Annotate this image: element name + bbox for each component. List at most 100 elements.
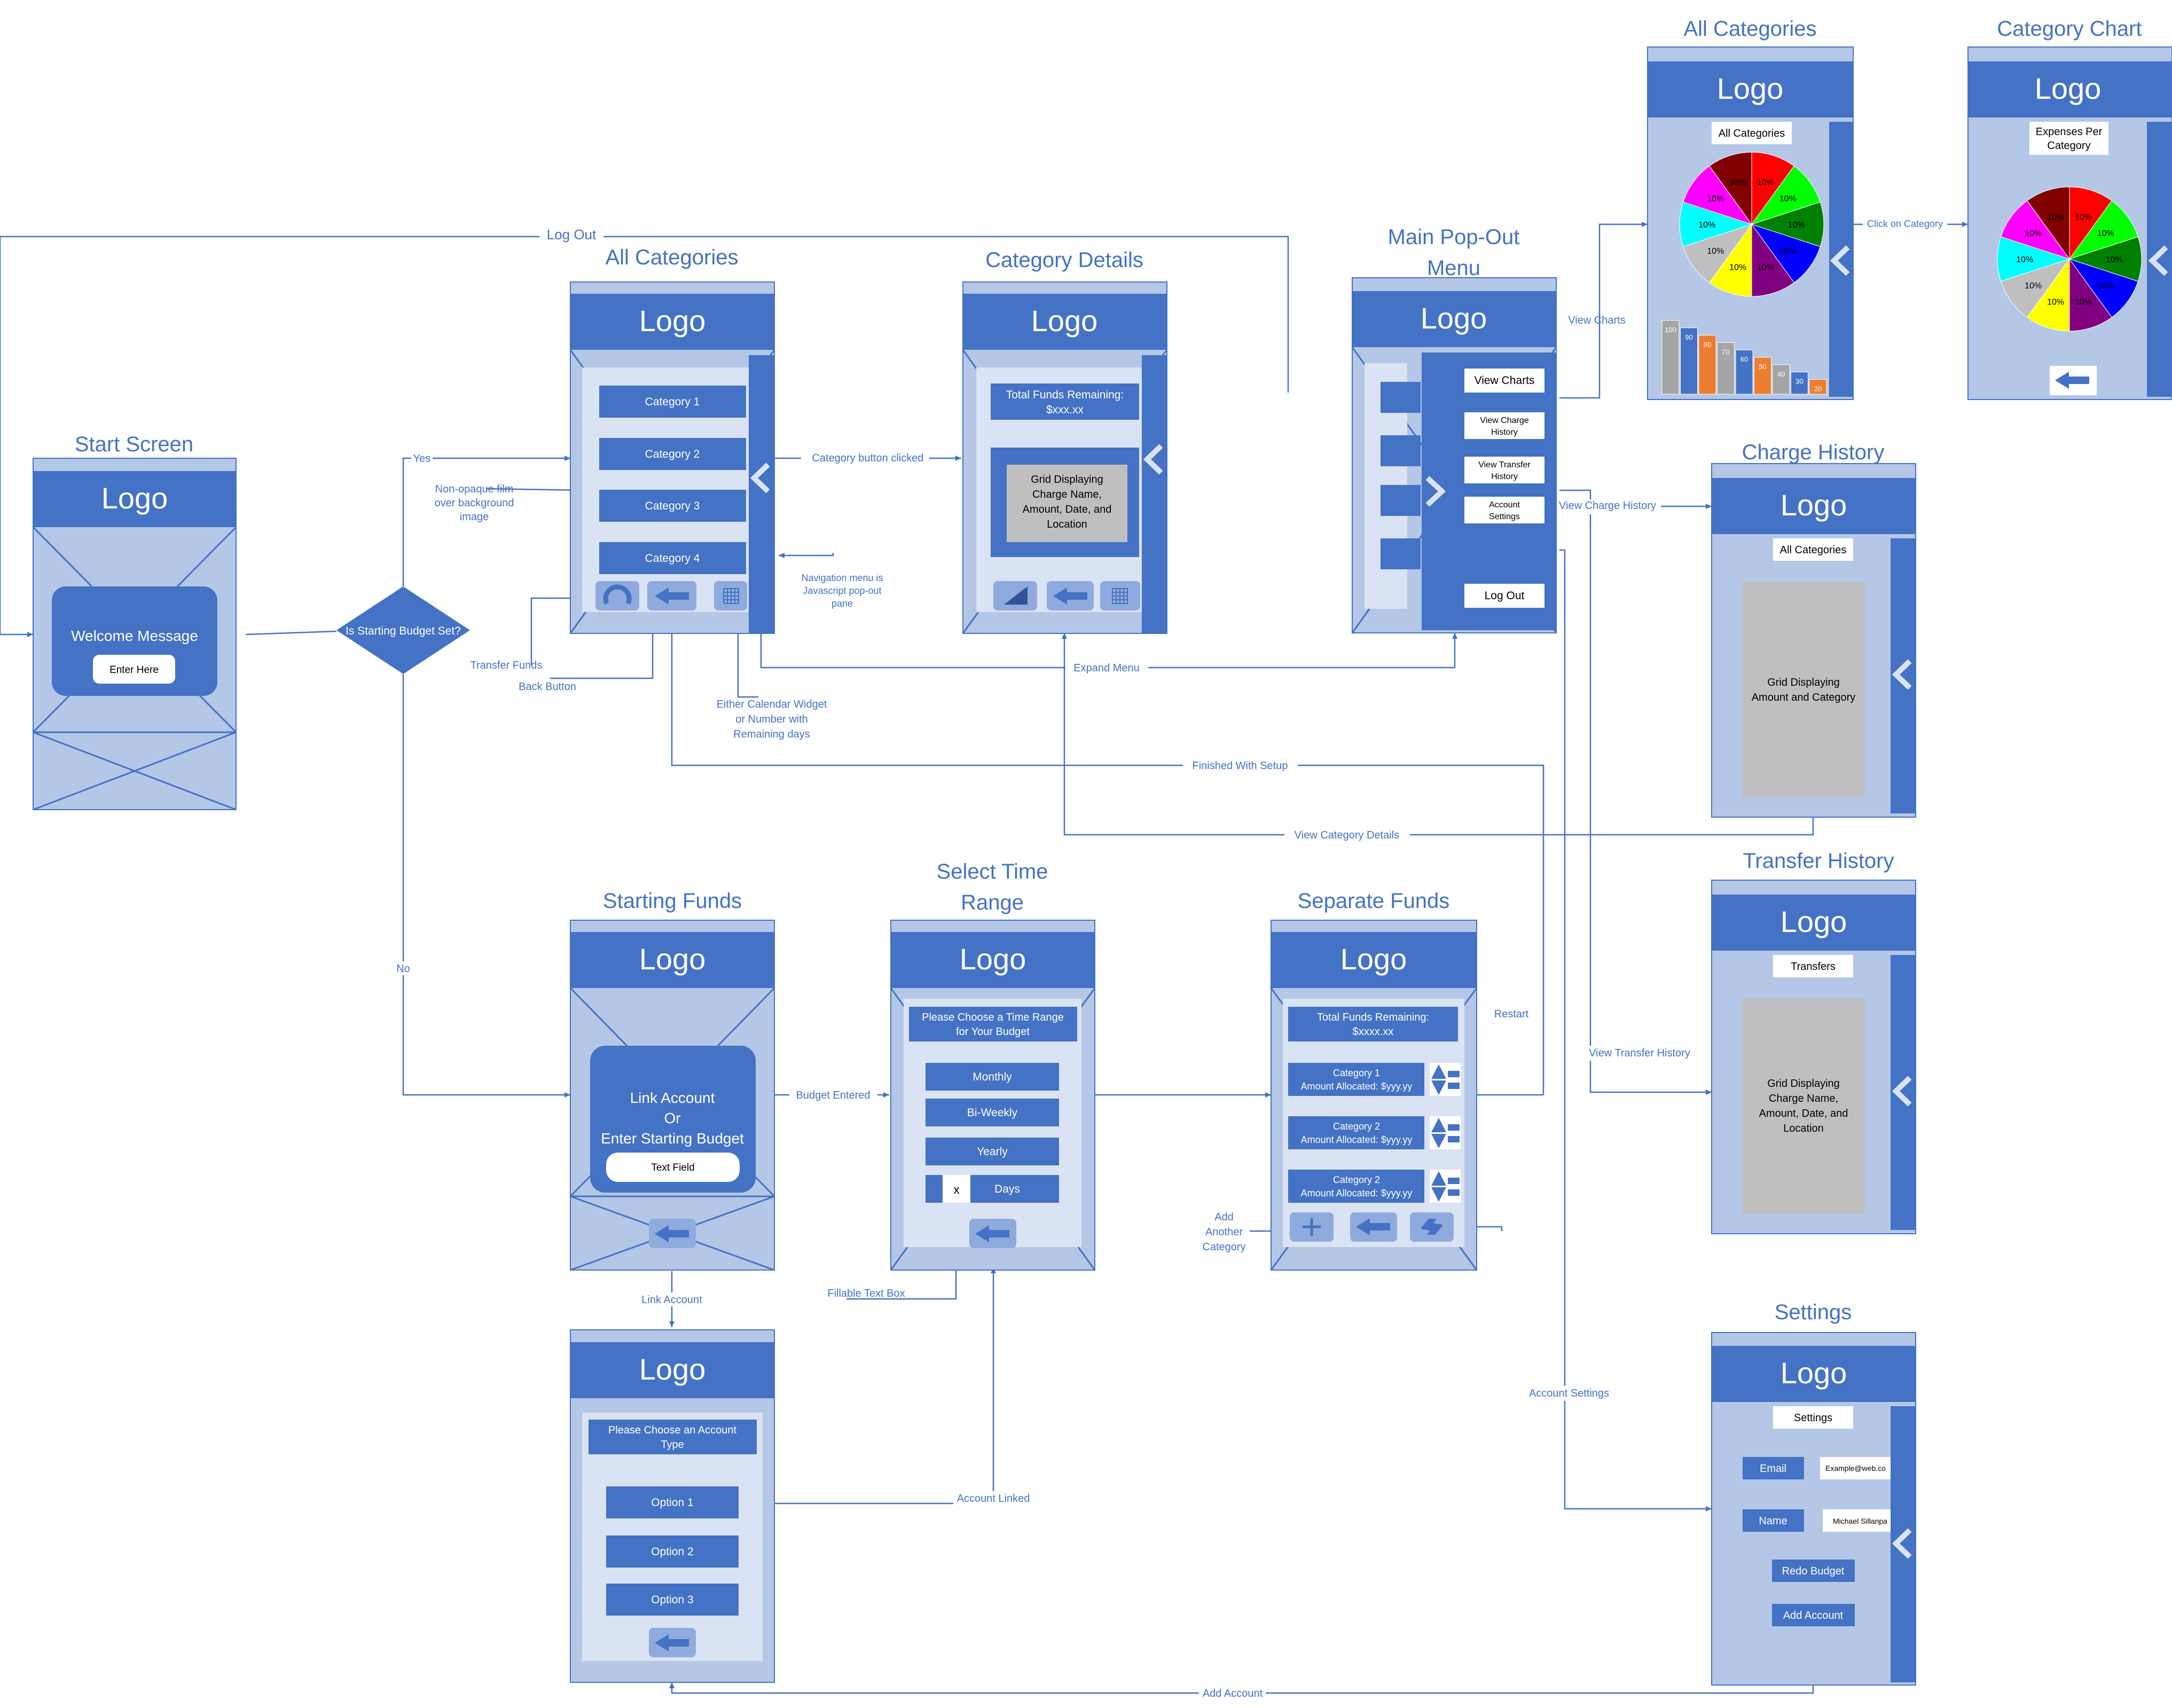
logo-banner	[1968, 61, 2172, 117]
label-add-another-2: Another	[1205, 1226, 1243, 1238]
label-nav-menu-2: Javascript pop-out	[803, 585, 881, 596]
bar-label: 90	[1685, 333, 1692, 341]
view-transfer-history-line1: View Transfer	[1478, 460, 1531, 469]
chevron-left-icon[interactable]	[1830, 245, 1850, 276]
calendar-icon	[1112, 588, 1128, 604]
days-text-box[interactable]	[943, 1175, 970, 1203]
category-row-1[interactable]	[1288, 1063, 1424, 1096]
view-charts-button[interactable]	[1464, 369, 1544, 393]
account-type-line1: Please Choose an Account	[608, 1424, 737, 1436]
label-click-category: Click on Category	[1867, 218, 1943, 229]
screen-category-details: Logo Total Funds Remaining: $xxx.xx Grid…	[962, 281, 1168, 634]
budget-text-field[interactable]	[606, 1153, 740, 1182]
pie-slice-label: 10%	[2075, 298, 2092, 307]
view-transfer-history-line2: History	[1491, 472, 1518, 481]
yearly-label: Yearly	[977, 1146, 1008, 1158]
category-1-button[interactable]	[599, 386, 746, 418]
add-account-button[interactable]	[1772, 1604, 1855, 1626]
logo-banner	[891, 932, 1095, 988]
category-4-label: Category 4	[645, 552, 700, 565]
label-finished-setup: Finished With Setup	[1193, 760, 1288, 772]
chevron-left-icon[interactable]	[2148, 245, 2168, 276]
history-header	[1773, 538, 1853, 561]
nav-menu-pane[interactable]	[749, 355, 774, 633]
title-transfer-history: Transfer History	[1743, 849, 1894, 873]
chevron-left-icon[interactable]	[1892, 1528, 1912, 1559]
nav-menu-pane[interactable]	[1142, 355, 1167, 633]
edge-back-button	[550, 628, 654, 679]
settings-header-label: Settings	[1794, 1412, 1832, 1424]
biweekly-button[interactable]	[926, 1099, 1059, 1126]
title-starting-funds: Starting Funds	[603, 889, 742, 913]
bar-label: 40	[1777, 370, 1785, 378]
pie-slice-label: 10%	[1707, 194, 1724, 203]
logo-banner	[1271, 932, 1477, 988]
logo-text: Logo	[639, 1352, 706, 1386]
option-3-button[interactable]	[606, 1584, 739, 1616]
label-calendar-3: Remaining days	[733, 728, 810, 740]
chevron-left-icon[interactable]	[1892, 1076, 1912, 1107]
label-view-category-details: View Category Details	[1295, 829, 1399, 841]
logo-banner	[963, 294, 1167, 350]
calendar-icon	[723, 588, 739, 604]
yearly-button[interactable]	[926, 1138, 1059, 1165]
biweekly-label: Bi-Weekly	[967, 1107, 1018, 1119]
adjust-stepper-1[interactable]	[1430, 1063, 1461, 1096]
adjust-stepper-2[interactable]	[1430, 1116, 1461, 1149]
name-field[interactable]	[1823, 1509, 1891, 1532]
view-transfer-history-button[interactable]	[1464, 457, 1544, 483]
adjust-stepper-3[interactable]	[1430, 1170, 1461, 1203]
chevron-left-icon[interactable]	[1143, 444, 1163, 475]
bar-label: 20	[1814, 385, 1822, 393]
option-1-button[interactable]	[606, 1486, 739, 1518]
chevron-left-icon[interactable]	[1892, 659, 1912, 690]
label-transfer-funds: Transfer Funds	[471, 660, 543, 671]
monthly-button[interactable]	[926, 1063, 1059, 1091]
enter-here-button[interactable]	[93, 655, 175, 684]
log-out-button[interactable]	[1464, 584, 1544, 608]
screen-transfer-history: Logo Transfers Grid Displaying Charge Na…	[1711, 880, 1916, 1234]
pie-slice	[1682, 166, 1753, 225]
category-3-button[interactable]	[599, 490, 746, 522]
category-row-2[interactable]	[1288, 1116, 1424, 1149]
category-4-button[interactable]	[599, 542, 746, 574]
chart-button[interactable]	[993, 581, 1037, 610]
days-text-box-value: x	[954, 1183, 960, 1196]
account-type-header	[589, 1420, 757, 1454]
redo-budget-button[interactable]	[1772, 1560, 1855, 1582]
pie-slice-label: 10%	[2097, 229, 2114, 238]
email-field[interactable]	[1820, 1457, 1891, 1479]
pie-slice	[1679, 201, 1753, 247]
pie-slice	[2000, 258, 2071, 318]
edge-yes	[402, 456, 570, 586]
logo-banner	[1352, 291, 1556, 347]
bar-label: 100	[1665, 326, 1676, 334]
screen-time-range: Logo Please Choose a Time Range for Your…	[890, 920, 1096, 1271]
category-row-3[interactable]	[1288, 1170, 1424, 1203]
option-2-button[interactable]	[606, 1535, 739, 1568]
grid-line-4: Location	[1783, 1123, 1824, 1134]
category-2-button[interactable]	[599, 438, 746, 470]
bar	[1680, 327, 1698, 395]
logo-text: Logo	[1781, 905, 1847, 938]
logo-banner	[1648, 61, 1853, 117]
logo-text: Logo	[1781, 488, 1847, 522]
grid-line-4: Location	[1047, 519, 1087, 530]
logo-banner	[1712, 895, 1916, 951]
screen-charge-history: Logo All Categories Grid Displaying Amou…	[1711, 463, 1916, 818]
account-settings-button[interactable]	[1464, 497, 1544, 523]
chevron-right-icon[interactable]	[1425, 476, 1446, 507]
pie-slice-label: 10%	[1757, 263, 1774, 272]
title-time-range-1: Select Time	[937, 860, 1048, 883]
label-no: No	[396, 963, 410, 975]
logo-text: Logo	[639, 942, 706, 976]
bar	[1754, 357, 1771, 395]
label-fillable: Fillable Text Box	[827, 1288, 905, 1299]
bar-label: 50	[1759, 363, 1766, 371]
chevron-left-icon[interactable]	[750, 463, 770, 493]
funds-remaining-banner	[991, 383, 1139, 420]
add-account-label: Add Account	[1783, 1610, 1844, 1621]
view-charge-history-button[interactable]	[1464, 412, 1544, 439]
pie-slice	[1751, 152, 1795, 225]
label-view-charge-history: View Charge History	[1559, 500, 1656, 512]
